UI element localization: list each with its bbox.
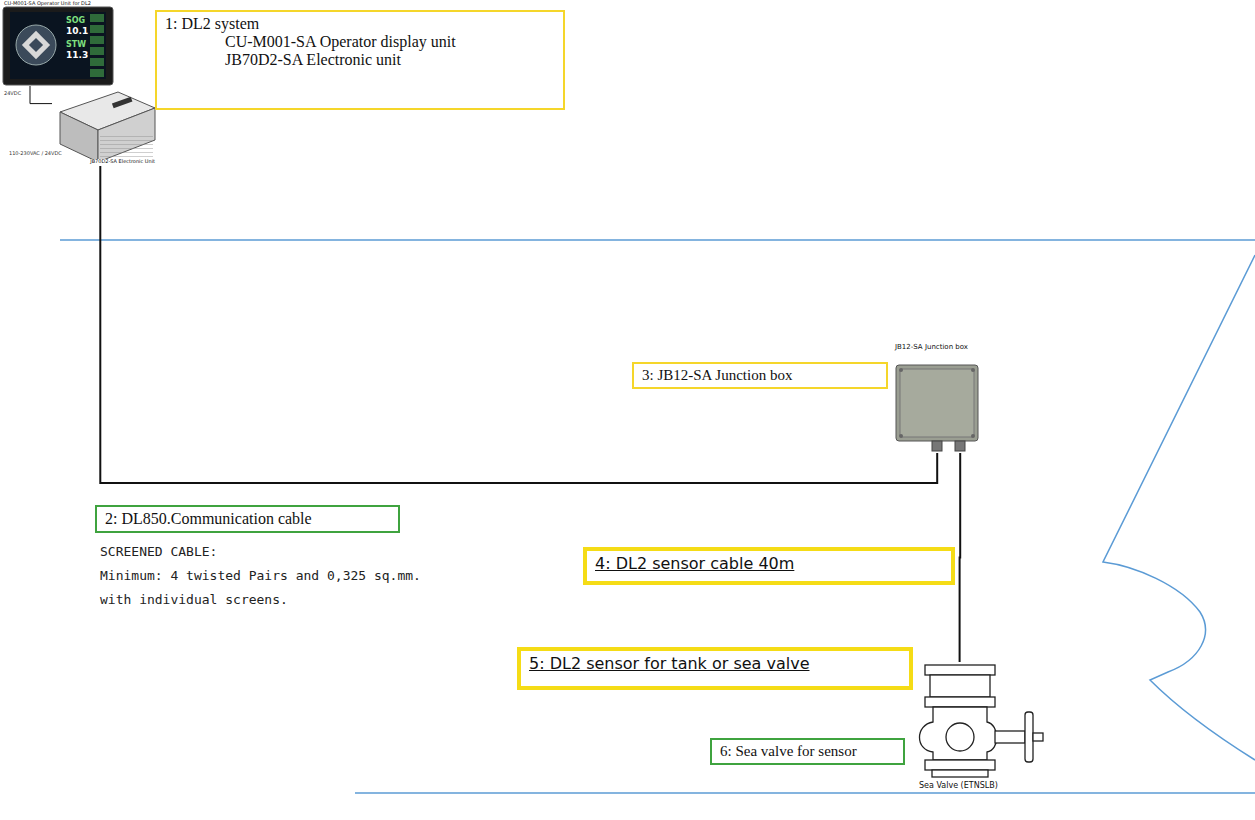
junction-box: JB12-SA Junction box [893,343,985,453]
sea-valve [920,665,1044,777]
cable-line [30,86,52,104]
screen-value: 11.3 [66,50,88,60]
node-title: JB70D2-SA Electronic Unit [90,159,155,164]
cable-note: with individual screens. [100,592,288,607]
bow-outline [1103,255,1255,760]
node-title: 6: Sea valve for sensor [720,743,895,760]
screen-label: SOG [66,16,85,25]
sea-valve: Sea Valve (ETNSLB) [893,662,1048,791]
callout-box: 6: Sea valve for sensor [710,738,905,765]
node-text: CU-M001-SA Operator display unit [225,33,555,51]
callout-box: 3: JB12-SA Junction box [632,362,888,389]
node-title: 3: JB12-SA Junction box [642,367,878,384]
display-unit: CU-M001-SA Operator Unit for DL2 [2,0,114,86]
callout-box: 1: DL2 systemCU-M001-SA Operator display… [155,10,565,110]
callout-box: 2: DL850.Communication cable [95,505,400,533]
junction-box [896,365,978,451]
callout-box: 4: DL2 sensor cable 40m [583,547,955,585]
node-text: JB70D2-SA Electronic unit [225,51,555,69]
node-title: JB12-SA Junction box [895,344,968,351]
electronic-unit [60,92,155,162]
display-unit [3,7,113,85]
cable-line [100,166,937,483]
node-title: 1: DL2 system [165,15,555,33]
cable-line [959,453,962,662]
node-title: 5: DL2 sensor for tank or sea valve [529,654,901,673]
node-title: 2: DL850.Communication cable [105,510,390,528]
electronic-unit: JB70D2-SA Electronic Unit [52,88,157,166]
cable-note: Minimum: 4 twisted Pairs and 0,325 sq.mm… [100,568,421,583]
node-title: CU-M001-SA Operator Unit for DL2 [4,1,91,6]
power-label: 110-230VAC / 24VDC [8,150,63,156]
screen-value: 10.1 [66,26,88,36]
cable-note: SCREENED CABLE: [100,544,217,559]
screen-label: STW [66,40,86,49]
deck-line [60,239,1255,241]
keel-line [355,792,1255,794]
node-title: Sea Valve (ETNSLB) [919,782,998,790]
power-label: 24VDC [3,90,22,96]
node-title: 4: DL2 sensor cable 40m [595,554,943,573]
callout-box: 5: DL2 sensor for tank or sea valve [517,647,913,690]
